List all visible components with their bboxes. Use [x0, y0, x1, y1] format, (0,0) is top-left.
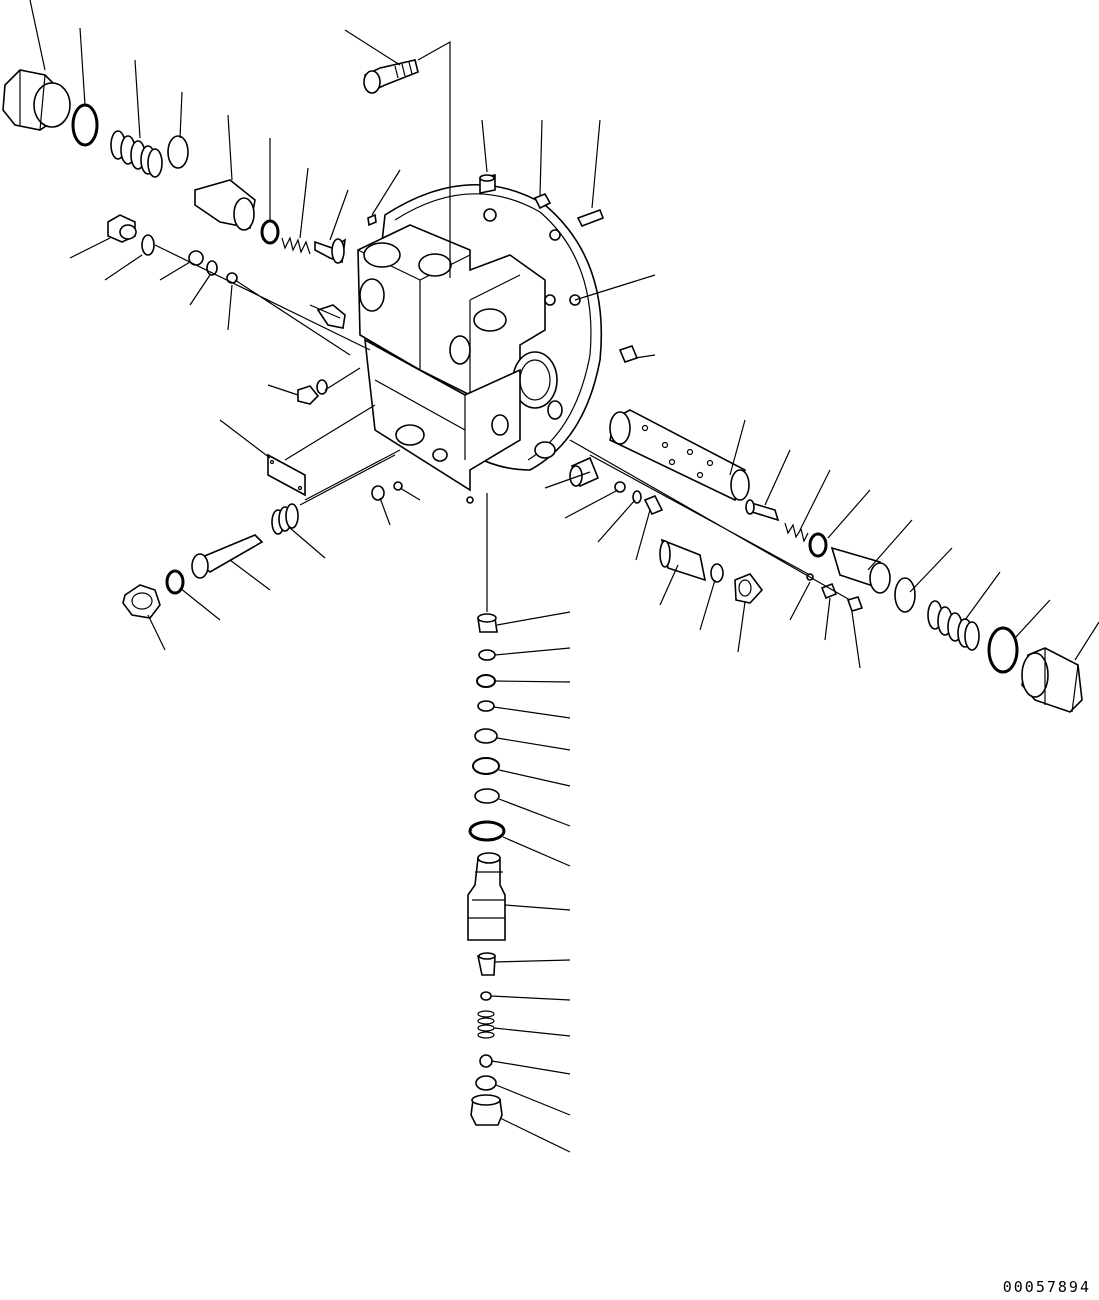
left-upper-stack	[2, 69, 347, 264]
spring-1	[110, 130, 163, 178]
drawing-number: 00057894	[1002, 1278, 1091, 1296]
top-small-parts	[367, 174, 605, 228]
vertical-stack	[467, 613, 506, 1126]
spring-3	[927, 600, 980, 651]
valve-body	[357, 183, 603, 504]
right-stack	[609, 345, 1083, 713]
spring-4	[477, 1010, 495, 1039]
leader-lines	[29, 0, 1099, 1153]
spring-2	[271, 503, 299, 535]
left-small-parts	[107, 214, 403, 501]
left-lower-stack	[122, 503, 299, 619]
nameplate	[267, 453, 306, 497]
socket-bolt	[363, 59, 419, 94]
